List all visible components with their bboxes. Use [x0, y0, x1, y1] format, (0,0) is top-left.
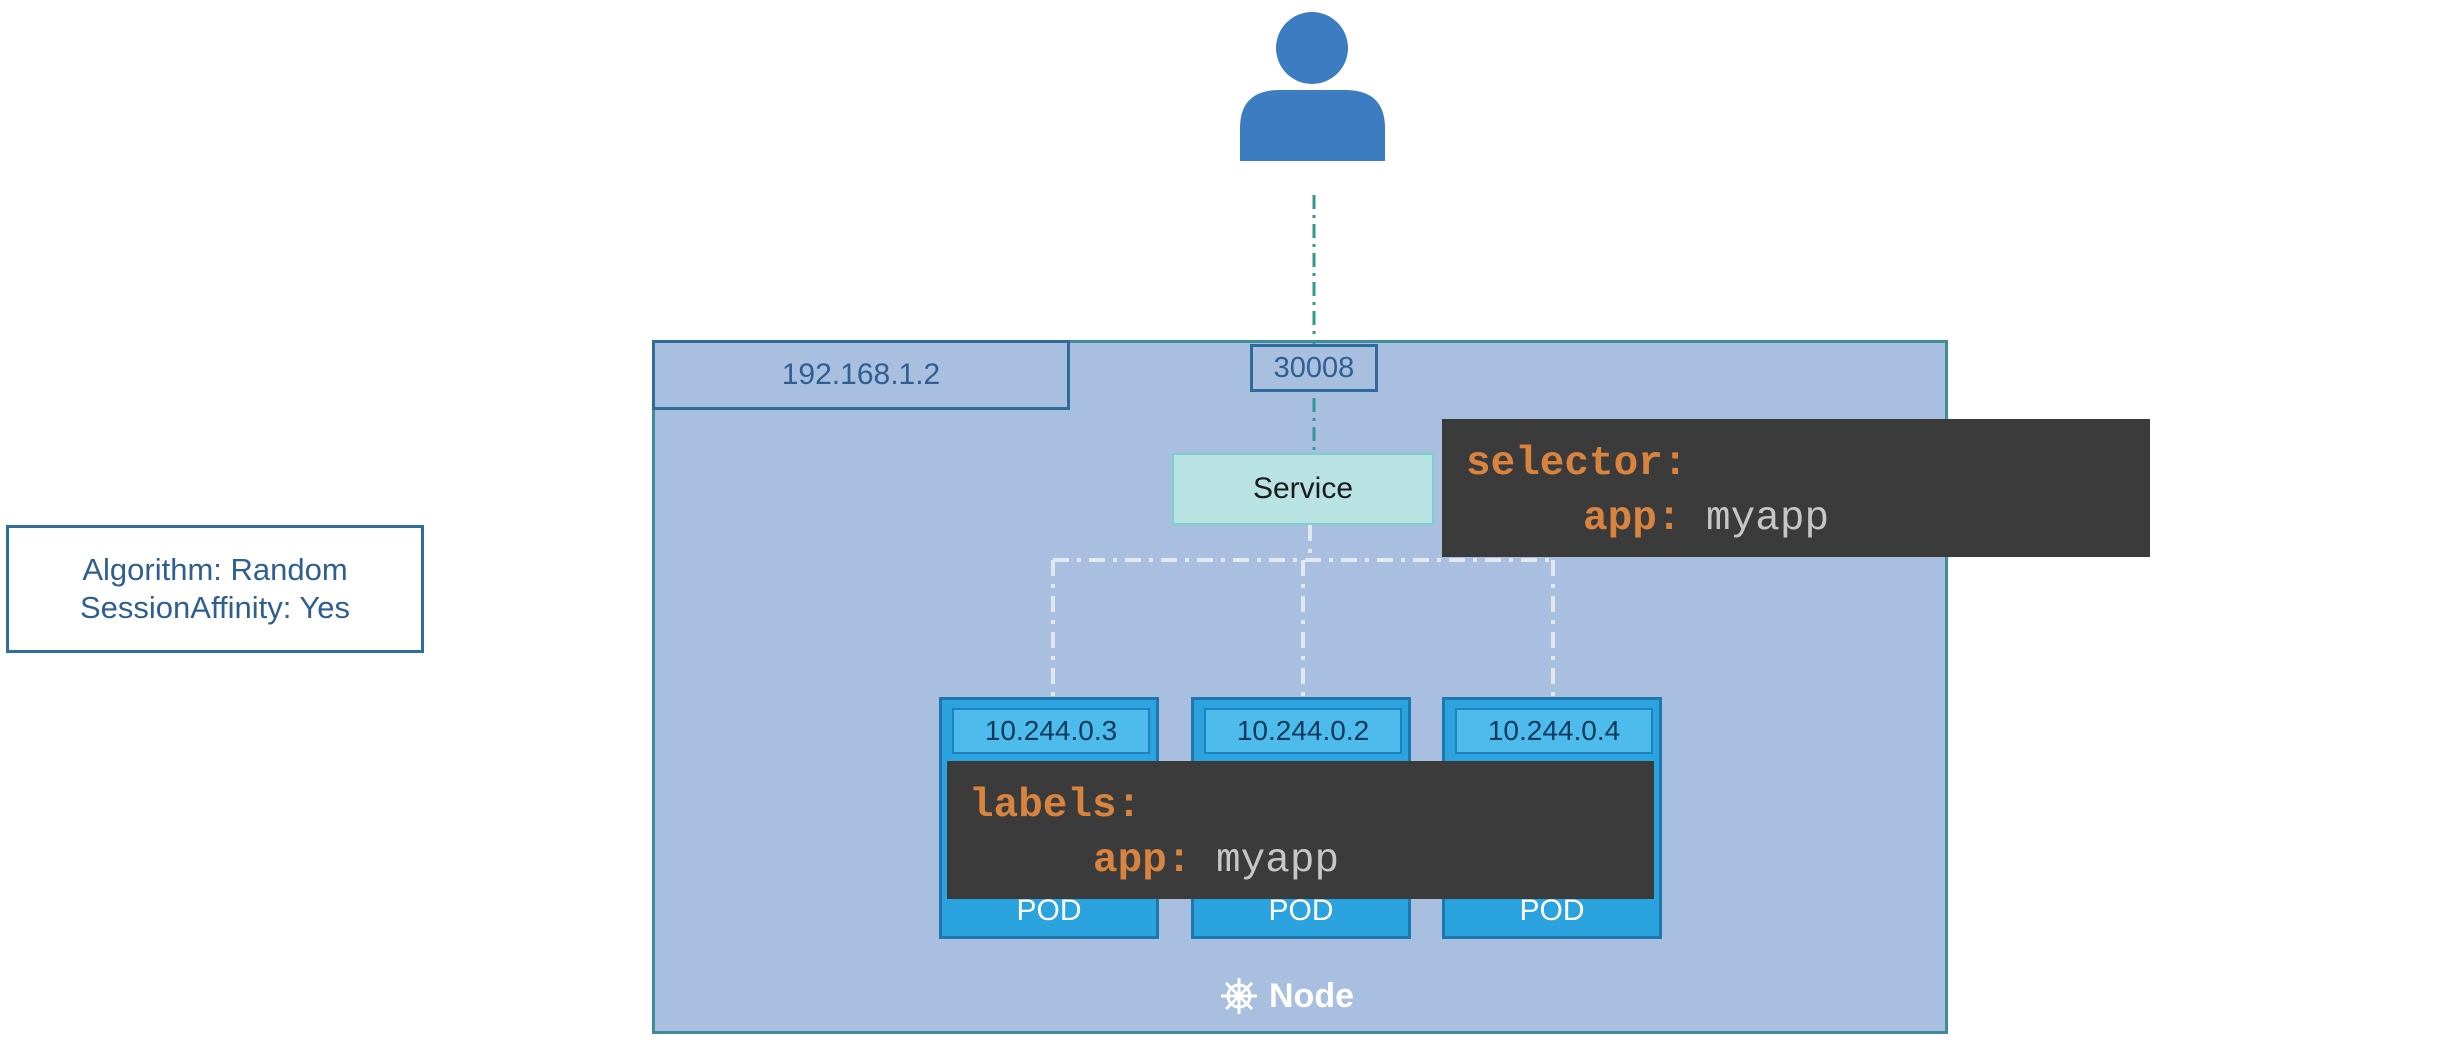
- service-box: Service: [1172, 453, 1434, 525]
- pod-ip: 10.244.0.2: [1204, 708, 1402, 754]
- kubernetes-helm-icon: [1221, 978, 1257, 1014]
- algorithm-info-box: Algorithm: Random SessionAffinity: Yes: [6, 525, 424, 653]
- pod-label: POD: [1519, 894, 1585, 927]
- pod-ip: 10.244.0.3: [952, 708, 1150, 754]
- labels-code-panel: labels: app: myapp: [947, 761, 1654, 899]
- pod-ip: 10.244.0.4: [1455, 708, 1653, 754]
- labels-app-key: app:: [1093, 838, 1192, 884]
- algorithm-text: Algorithm: Random: [82, 552, 348, 587]
- node-label: Node: [1183, 958, 1390, 1034]
- selector-app-key: app:: [1583, 496, 1682, 542]
- node-label-text: Node: [1269, 976, 1354, 1015]
- node-port-label: 30008: [1250, 344, 1378, 392]
- labels-key: labels:: [969, 783, 1142, 829]
- node-ip-label: 192.168.1.2: [652, 340, 1070, 410]
- labels-app-value: myapp: [1216, 838, 1340, 884]
- pod-label: POD: [1016, 894, 1082, 927]
- selector-app-value: myapp: [1706, 496, 1830, 542]
- pod-label: POD: [1268, 894, 1334, 927]
- selector-code-panel: selector: app: myapp: [1442, 419, 2150, 557]
- user-icon: [1240, 12, 1385, 161]
- selector-key: selector:: [1466, 441, 1688, 487]
- session-affinity-text: SessionAffinity: Yes: [80, 590, 350, 625]
